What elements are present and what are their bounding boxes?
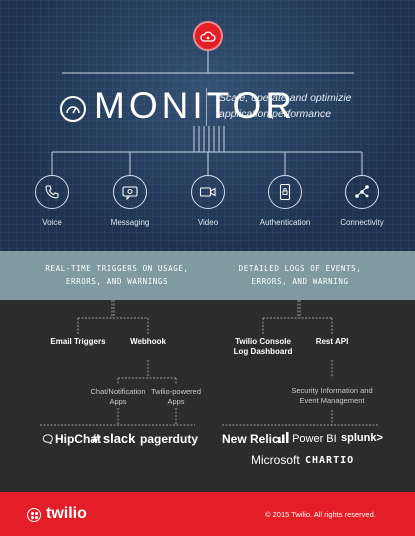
chat-apps-node: Chat/Notification Apps: [78, 387, 158, 407]
logs-heading-line-2: ERRORS, AND WARNING: [251, 277, 349, 286]
siem-line-1: Security Information and: [291, 386, 373, 395]
slack-hash-icon: #: [92, 431, 100, 446]
twilio-apps-node: Twilio-powered Apps: [142, 387, 210, 407]
webhook-node: Webhook: [130, 337, 166, 346]
siem-node: Security Information and Event Managemen…: [272, 386, 392, 406]
microsoft-logo: Microsoft: [251, 453, 300, 467]
slack-logo-text: slack: [102, 431, 136, 446]
twilio-wordmark: twilio: [46, 505, 87, 522]
channel-connectivity: Connectivity: [322, 175, 402, 227]
pagerduty-logo: pagerduty: [140, 432, 199, 446]
network-nodes-icon: [345, 175, 379, 209]
channel-authentication: Authentication: [245, 175, 325, 227]
twilio-apps-line-2: Apps: [167, 397, 185, 406]
powerbi-logo-text: Power BI: [292, 433, 337, 445]
chat-apps-line-2: Apps: [109, 397, 127, 406]
mobile-lock-icon: [268, 175, 302, 209]
rest-api-node: Rest API: [315, 337, 349, 346]
gauge-icon: [60, 96, 86, 122]
powerbi-bars-icon: [278, 432, 289, 443]
chat-apps-line-1: Chat/Notification: [90, 387, 146, 396]
newrelic-logo: New Relic.: [222, 432, 283, 446]
tagline-line-1: Scale, operate and optimizie: [219, 92, 352, 104]
channel-label: Messaging: [110, 218, 150, 227]
video-camera-icon: [191, 175, 225, 209]
tagline: Scale, operate and optimizie application…: [219, 90, 399, 122]
siem-line-2: Event Management: [299, 396, 365, 405]
splunk-logo: splunk>: [341, 432, 383, 444]
title-divider: [206, 88, 207, 126]
page-title: MONITOR: [94, 85, 297, 126]
console-log-line-1: Twilio Console: [235, 337, 291, 346]
chat-bubble-icon: [113, 175, 147, 209]
slack-logo: # slack: [92, 431, 135, 446]
copyright-text: © 2015 Twilio. All rights reserved.: [265, 510, 376, 519]
triggers-heading: REAL-TIME TRIGGERS ON USAGE, ERRORS, AND…: [38, 262, 196, 288]
hipchat-logo-text: HipChat: [54, 432, 101, 446]
logs-heading-line-1: DETAILED LOGS OF EVENTS,: [238, 264, 362, 273]
email-triggers-node: Email Triggers: [50, 337, 106, 346]
cloud-icon: [193, 21, 223, 51]
channel-video: Video: [168, 175, 248, 227]
channel-label: Connectivity: [340, 218, 384, 227]
hipchat-logo: 🗨HipChat: [41, 432, 101, 446]
twilio-mark-icon: [27, 508, 41, 522]
hipchat-bubble-icon: 🗨: [41, 434, 55, 446]
channel-messaging: Messaging: [90, 175, 170, 227]
tagline-line-2: application performance: [219, 108, 332, 120]
channel-label: Voice: [42, 218, 62, 227]
triggers-heading-line-2: ERRORS, AND WARNINGS: [65, 277, 169, 286]
phone-icon: [35, 175, 69, 209]
channel-label: Authentication: [259, 218, 311, 227]
section-band: [0, 251, 415, 300]
powerbi-logo: Power BI: [278, 432, 337, 445]
twilio-apps-line-1: Twilio-powered: [150, 387, 202, 396]
console-log-line-2: Log Dashboard: [233, 347, 293, 356]
logs-heading: DETAILED LOGS OF EVENTS, ERRORS, AND WAR…: [226, 262, 374, 288]
footer: [0, 492, 415, 536]
channel-label: Video: [197, 218, 219, 227]
chartio-logo: CHARTIO: [305, 455, 355, 466]
console-log-node: Twilio Console Log Dashboard: [223, 337, 303, 357]
triggers-heading-line-1: REAL-TIME TRIGGERS ON USAGE,: [45, 264, 189, 273]
channel-voice: Voice: [12, 175, 92, 227]
